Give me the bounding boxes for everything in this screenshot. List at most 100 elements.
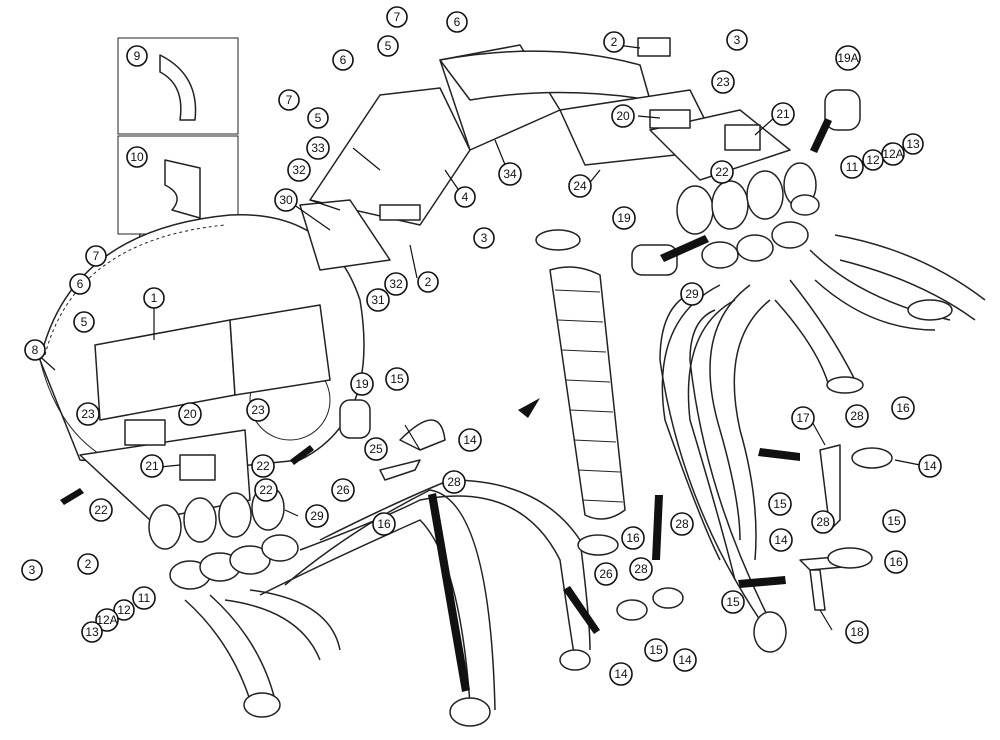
svg-text:31: 31 (371, 293, 385, 307)
svg-text:3: 3 (734, 33, 741, 47)
callout-c3b: 3 (726, 29, 748, 51)
callout-c6a: 6 (446, 11, 468, 33)
callout-c19a: 19 (612, 206, 636, 230)
svg-text:22: 22 (715, 165, 729, 179)
svg-text:15: 15 (726, 595, 740, 609)
callout-c18: 18 (845, 620, 869, 644)
svg-text:34: 34 (503, 167, 517, 181)
callout-c32b: 32 (384, 272, 408, 296)
svg-text:6: 6 (340, 53, 347, 67)
callout-c33: 33 (306, 136, 330, 160)
svg-text:24: 24 (573, 179, 587, 193)
svg-text:12A: 12A (882, 147, 903, 161)
callout-c15c: 15 (882, 509, 906, 533)
svg-text:23: 23 (251, 403, 265, 417)
svg-text:12: 12 (866, 153, 880, 167)
right-brackets (379, 419, 893, 621)
callout-c10: 10 (126, 146, 148, 168)
callout-c5a: 5 (377, 35, 399, 57)
callout-c15d: 15 (721, 590, 745, 614)
callout-c25: 25 (364, 437, 388, 461)
callout-c26b: 26 (594, 562, 618, 586)
svg-text:10: 10 (130, 150, 144, 164)
callout-c7a: 7 (386, 6, 408, 28)
svg-text:19A: 19A (837, 51, 858, 65)
svg-text:4: 4 (462, 190, 469, 204)
svg-text:19: 19 (355, 377, 369, 391)
callout-c21a: 21 (771, 102, 795, 126)
callout-c29b: 29 (305, 504, 329, 528)
right-hoses (659, 234, 986, 653)
svg-text:16: 16 (626, 531, 640, 545)
flex-hose (535, 229, 626, 556)
svg-text:12A: 12A (96, 613, 117, 627)
cap-19a (824, 89, 861, 131)
callout-c3a: 3 (473, 227, 495, 249)
arrows (60, 118, 832, 692)
svg-text:20: 20 (616, 109, 630, 123)
callout-c15b: 15 (768, 492, 792, 516)
svg-text:21: 21 (776, 107, 790, 121)
callout-c12Aa: 12A (881, 142, 905, 166)
svg-text:5: 5 (81, 315, 88, 329)
callout-c28e: 28 (629, 557, 653, 581)
callout-c12Ab: 12A (95, 608, 119, 632)
svg-text:32: 32 (292, 163, 306, 177)
callout-c16a: 16 (372, 512, 396, 536)
callout-c5c: 5 (73, 311, 95, 333)
callout-c19b: 19 (350, 372, 374, 396)
svg-text:15: 15 (773, 497, 787, 511)
callout-c34: 34 (498, 162, 522, 186)
callout-c1: 1 (143, 287, 165, 309)
callout-c15a: 15 (385, 367, 409, 391)
svg-text:26: 26 (599, 567, 613, 581)
callout-c23b: 23 (76, 402, 100, 426)
callout-c16b: 16 (891, 396, 915, 420)
svg-text:6: 6 (77, 277, 84, 291)
svg-text:28: 28 (447, 475, 461, 489)
svg-text:15: 15 (649, 643, 663, 657)
svg-text:20: 20 (183, 407, 197, 421)
callout-c21b: 21 (140, 454, 164, 478)
svg-text:22: 22 (256, 459, 270, 473)
callout-c14e: 14 (673, 648, 697, 672)
svg-text:14: 14 (923, 459, 937, 473)
svg-text:16: 16 (377, 517, 391, 531)
callout-c13b: 13 (81, 621, 103, 643)
callout-c28c: 28 (811, 510, 835, 534)
svg-text:21: 21 (145, 459, 159, 473)
svg-text:28: 28 (634, 562, 648, 576)
callout-c13a: 13 (902, 133, 924, 155)
callout-c23c: 23 (246, 398, 270, 422)
callout-c2a: 2 (417, 271, 439, 293)
svg-text:5: 5 (315, 111, 322, 125)
svg-text:14: 14 (678, 653, 692, 667)
callout-c22b: 22 (251, 454, 275, 478)
callout-c31: 31 (366, 288, 390, 312)
callout-c22d: 22 (89, 498, 113, 522)
svg-text:17: 17 (796, 411, 810, 425)
svg-text:11: 11 (138, 591, 151, 605)
left-duct-assembly (79, 304, 331, 521)
callout-c2b: 2 (603, 31, 625, 53)
svg-text:22: 22 (259, 483, 273, 497)
svg-text:28: 28 (850, 409, 864, 423)
callout-c28b: 28 (845, 404, 869, 428)
svg-text:28: 28 (675, 517, 689, 531)
svg-text:28: 28 (816, 515, 830, 529)
callout-c11a: 11 (840, 155, 864, 179)
callout-c19A: 19A (835, 45, 861, 71)
callout-c4: 4 (454, 186, 476, 208)
svg-text:1: 1 (151, 291, 158, 305)
cap-19-right (631, 244, 678, 276)
svg-text:15: 15 (887, 514, 901, 528)
svg-text:2: 2 (425, 275, 432, 289)
right-hose-clamps (701, 194, 820, 269)
svg-text:22: 22 (94, 503, 108, 517)
svg-text:14: 14 (463, 433, 477, 447)
callout-c20a: 20 (611, 104, 635, 128)
callout-c16d: 16 (621, 526, 645, 550)
callout-c7c: 7 (85, 245, 107, 267)
svg-text:19: 19 (617, 211, 631, 225)
